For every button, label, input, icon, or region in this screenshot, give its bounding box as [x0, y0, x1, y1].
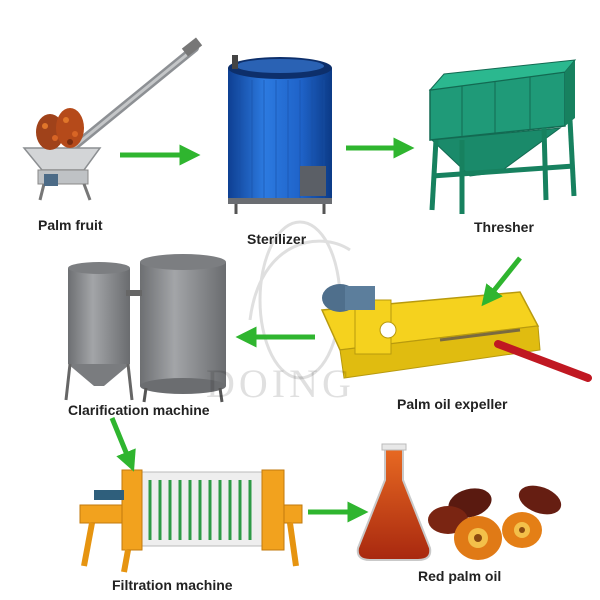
thresher-image — [428, 59, 577, 214]
clarification-machine-image — [64, 254, 226, 403]
label-red-palm-oil: Red palm oil — [418, 568, 502, 584]
label-clarification-machine: Clarification machine — [68, 402, 210, 418]
label-palm-oil-expeller: Palm oil expeller — [397, 396, 508, 412]
watermark-text: DOING — [206, 361, 355, 406]
palm-oil-expeller-image — [320, 284, 592, 382]
palm-fruit-icon — [428, 485, 562, 560]
label-palm-fruit: Palm fruit — [38, 217, 103, 233]
palm-fruit-image — [22, 37, 203, 201]
arrow-clarification-to-filtration — [109, 417, 136, 472]
label-filtration-machine: Filtration machine — [112, 577, 233, 593]
arrow-thresher-to-expeller — [481, 256, 522, 307]
label-thresher: Thresher — [474, 219, 534, 235]
palm-fruit-bunch-icon — [36, 108, 84, 150]
red-palm-oil-image — [356, 443, 562, 561]
flow-arrows — [109, 137, 522, 523]
sterilizer-image — [228, 55, 332, 214]
filtration-machine-image — [79, 469, 303, 573]
label-sterilizer: Sterilizer — [247, 231, 307, 247]
